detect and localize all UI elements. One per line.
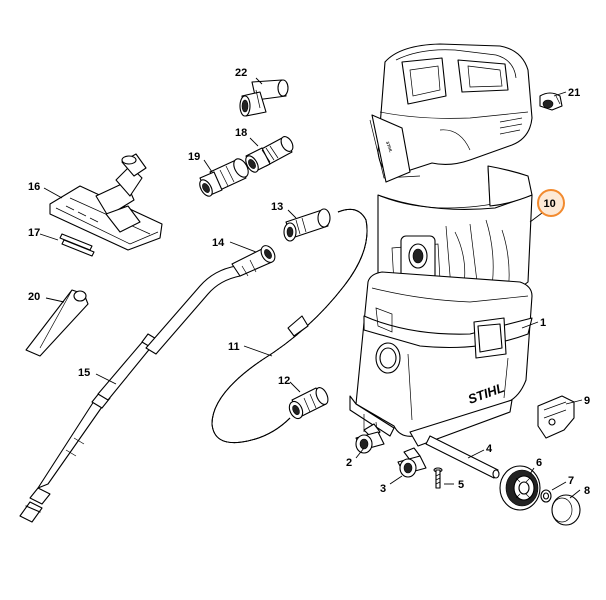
part-number-15: 15 [78,367,90,379]
crevice-nozzle [25,289,89,357]
rear-wheel [499,465,541,511]
hose-connector-13 [283,208,331,242]
part-number-4: 4 [486,443,493,455]
part-number-13: 13 [271,201,283,213]
top-cover-brand: STIHL [385,141,394,154]
suction-hose [211,208,368,444]
adapter-19 [199,158,249,197]
part-number-1: 1 [540,317,546,329]
part-number-8: 8 [584,485,590,497]
part-number-2: 2 [346,457,352,469]
vacuum-top-cover: STIHL [369,43,533,183]
part-number-9: 9 [584,395,590,407]
part-number-19: 19 [188,151,200,163]
part-number-20: 20 [28,291,40,303]
highlight-ring [537,189,565,217]
hub-cap [551,494,581,526]
part-number-22: 22 [235,67,247,79]
hose-connector-12 [288,387,329,420]
clamp-latch [537,395,575,439]
vacuum-container-body: STIHL [349,271,533,447]
part-number-21: 21 [568,87,580,99]
part-number-10: 10 [544,198,556,210]
part-number-6: 6 [536,457,542,469]
part-number-7: 7 [568,475,574,487]
part-number-14: 14 [212,237,225,249]
part-number-11: 11 [228,341,240,353]
part-number-labels: 22 18 19 16 17 20 15 14 13 11 12 21 10 1… [28,67,590,497]
part-number-17: 17 [28,227,40,239]
screw [433,467,443,489]
bent-handle-tube [145,245,276,355]
part-number-3: 3 [380,483,386,495]
axle-rod [425,435,500,479]
part-number-16: 16 [28,181,40,193]
castor-wheel-3 [397,447,427,478]
extension-tubes [19,333,159,523]
part-number-5: 5 [458,479,464,491]
floor-nozzle [49,153,163,251]
hose-clip [539,92,563,111]
nozzle-insert-strips [59,233,95,257]
leader-lines [39,77,583,499]
part-number-18: 18 [235,127,247,139]
adapter-22 [239,79,289,117]
retaining-ring [540,489,552,503]
part-number-12: 12 [278,375,290,387]
castor-wheel-2 [355,423,385,454]
adapter-18 [245,136,294,173]
